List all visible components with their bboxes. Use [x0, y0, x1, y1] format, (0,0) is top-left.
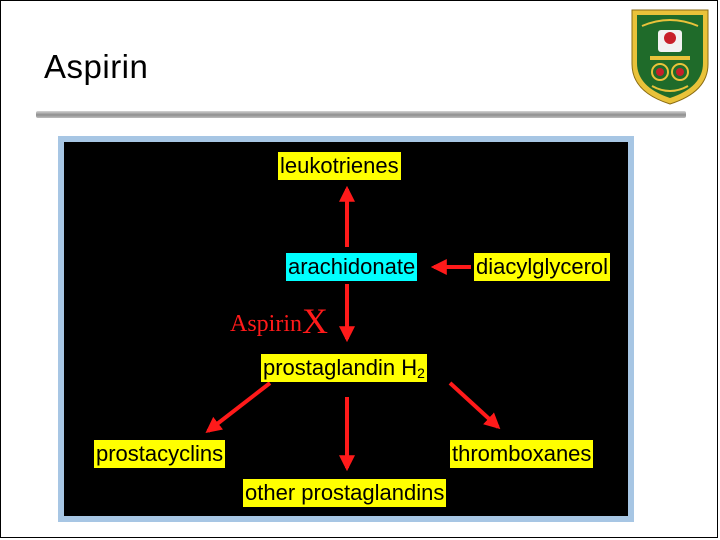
arrow-to-prostacyclins [205, 381, 272, 433]
node-other-prostaglandins: other prostaglandins [243, 479, 447, 507]
aspirin-inhibition-label: AspirinX [230, 300, 328, 342]
title-divider [36, 111, 686, 118]
node-prostaglandin-h2: prostaglandin H2 [261, 354, 427, 382]
inhibition-x-mark: X [302, 301, 328, 341]
prostaglandin-h2-subscript: 2 [417, 365, 425, 381]
aspirin-label: Aspirin [230, 311, 302, 337]
node-thromboxanes: thromboxanes [450, 440, 594, 468]
university-logo [631, 9, 709, 105]
node-leukotrienes: leukotrienes [278, 152, 401, 180]
node-arachidonate: arachidonate [286, 253, 418, 281]
node-prostacyclins: prostacyclins [94, 440, 226, 468]
arrow-to-thromboxanes [448, 381, 501, 430]
prostaglandin-h2-label: prostaglandin H [263, 355, 418, 380]
node-diacylglycerol: diacylglycerol [474, 253, 611, 281]
slide-title: Aspirin [44, 48, 149, 85]
